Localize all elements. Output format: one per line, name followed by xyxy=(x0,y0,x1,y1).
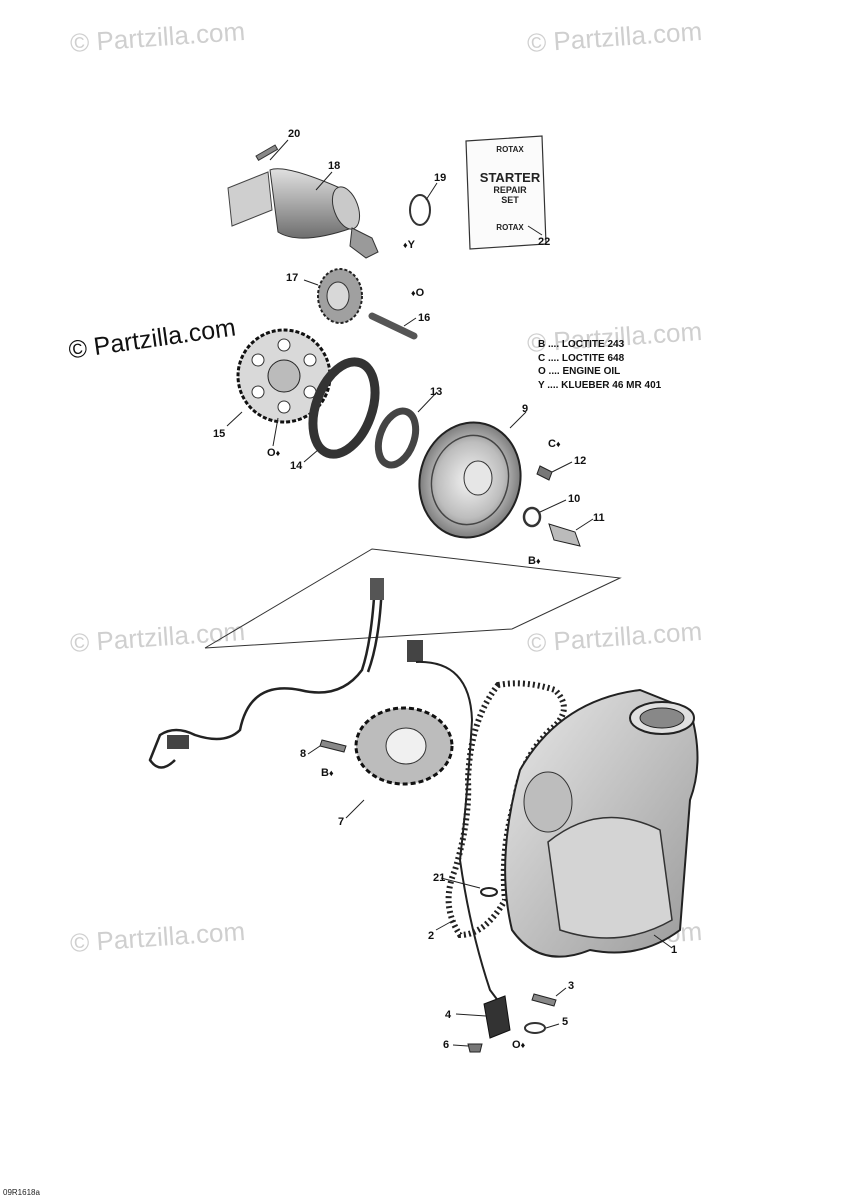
legend-item: Y .... KLUEBER 46 MR 401 xyxy=(538,379,662,391)
magneto-cover xyxy=(504,688,699,958)
callout-7: 7 xyxy=(338,816,345,828)
leader-lines xyxy=(226,139,673,1047)
callout-5: 5 xyxy=(562,1016,569,1028)
callout-12: 12 xyxy=(574,455,587,467)
starter-repair-set-label: ROTAX STARTER REPAIR SET ROTAX xyxy=(474,141,546,245)
lube-mark-o: O♦ xyxy=(267,447,281,459)
callout-16: 16 xyxy=(418,312,431,324)
sleeve xyxy=(548,523,581,547)
repair-set-line2: REPAIR xyxy=(493,185,527,195)
lube-mark-o: O♦ xyxy=(512,1039,526,1051)
brand-top: ROTAX xyxy=(496,145,524,154)
repair-set-box xyxy=(465,135,547,250)
stator xyxy=(354,706,454,786)
callout-19: 19 xyxy=(434,172,447,184)
callout-4: 4 xyxy=(445,1009,452,1021)
callout-15: 15 xyxy=(213,428,226,440)
washer xyxy=(522,506,542,528)
callout-3: 3 xyxy=(568,980,575,992)
lube-mark-b: B♦ xyxy=(528,555,541,567)
lube-mark-o: ♦O xyxy=(411,287,425,299)
brand-bottom: ROTAX xyxy=(496,223,524,232)
intermediate-gear xyxy=(317,268,363,324)
callout-17: 17 xyxy=(286,272,299,284)
sprag-gear xyxy=(236,328,332,424)
lube-mark-y: ♦Y xyxy=(403,239,415,251)
lubricant-legend: B .... LOCTITE 243 C .... LOCTITE 648 O … xyxy=(538,338,661,392)
callout-14: 14 xyxy=(290,460,303,472)
callout-10: 10 xyxy=(568,493,581,505)
callout-11: 11 xyxy=(593,512,605,524)
flywheel xyxy=(418,421,522,539)
repair-set-line1: STARTER xyxy=(479,170,541,185)
clip xyxy=(480,887,498,897)
callout-22: 22 xyxy=(538,236,551,248)
crankshaft-sensor xyxy=(483,995,511,1039)
bearing xyxy=(374,407,420,469)
lube-mark-b: B♦ xyxy=(321,767,334,779)
flywheel-screw xyxy=(536,465,553,481)
callout-18: 18 xyxy=(328,160,341,172)
o-ring xyxy=(409,194,431,226)
callout-8: 8 xyxy=(300,748,307,760)
callout-13: 13 xyxy=(430,386,443,398)
repair-set-line3: SET xyxy=(501,195,519,205)
stator-screw xyxy=(319,739,347,753)
sensor-screw xyxy=(467,1043,483,1053)
callout-1: 1 xyxy=(671,944,678,956)
callout-6: 6 xyxy=(443,1039,450,1051)
gear-shaft xyxy=(368,312,418,340)
assembly-outline xyxy=(204,548,622,649)
legend-item: B .... LOCTITE 243 xyxy=(538,339,625,350)
legend-item: O .... ENGINE OIL xyxy=(538,366,621,377)
sensor-cable xyxy=(407,640,506,1011)
sensor-o-ring xyxy=(524,1022,546,1034)
cover-screw xyxy=(531,993,557,1007)
sprag-clutch xyxy=(308,357,380,459)
callout-2: 2 xyxy=(428,930,435,942)
document-id: 09R1618a xyxy=(3,1188,40,1197)
gasket xyxy=(445,680,567,939)
callout-20: 20 xyxy=(288,128,301,140)
stator-harness xyxy=(148,578,384,769)
lube-mark-c: C♦ xyxy=(548,438,561,450)
starter-motor xyxy=(227,144,379,259)
callout-9: 9 xyxy=(522,403,529,415)
legend-item: C .... LOCTITE 648 xyxy=(538,352,625,364)
callout-21: 21 xyxy=(433,872,446,884)
